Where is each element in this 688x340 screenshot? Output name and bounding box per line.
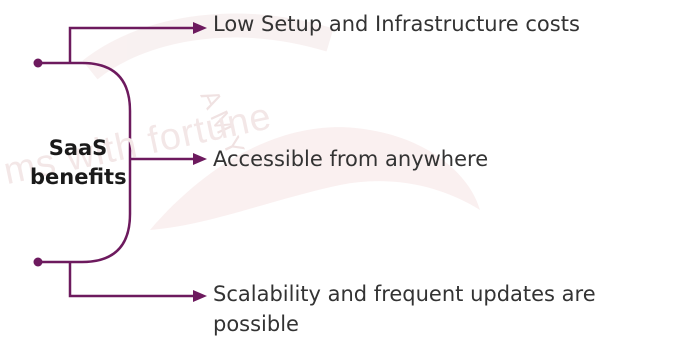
benefit-text-1: Low Setup and Infrastructure costs [213,12,580,36]
benefit-text-2: Accessible from anywhere [213,147,489,171]
bottom-branch-line [68,262,195,298]
arrowheads [193,22,207,302]
connector-lines [38,26,195,298]
benefit-text-3: Scalability and frequent updates are pos… [213,282,596,336]
top-arrowhead [193,22,207,34]
bottom-node-dot [33,257,43,267]
center-label: SaaS benefits [30,134,127,192]
bottom-arrowhead [193,290,207,302]
middle-arrowhead [193,153,207,165]
top-connector [38,61,132,264]
center-label-line1: SaaS [48,136,108,160]
top-node-dot [33,58,43,68]
center-label-line2: benefits [30,165,127,189]
top-branch-line [68,26,195,63]
